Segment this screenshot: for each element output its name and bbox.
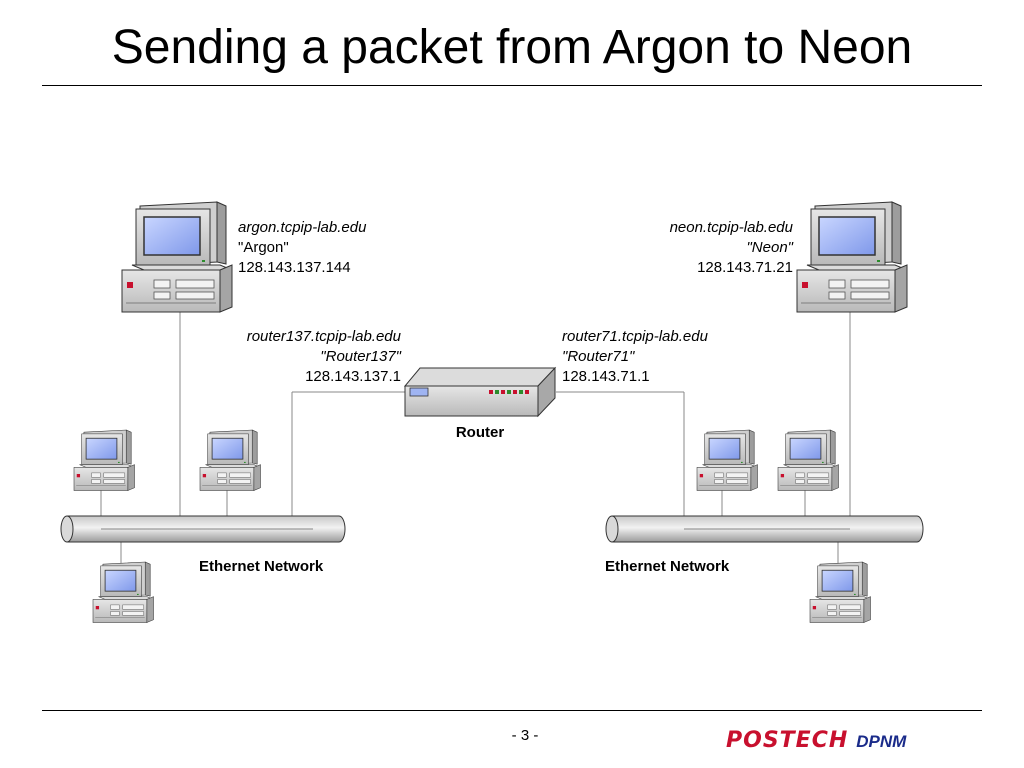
postech-dpnm-logo: POSTECH DPNM	[726, 728, 906, 753]
router71-alias: "Router71"	[562, 348, 635, 365]
router137-ip: 128.143.137.1	[305, 368, 401, 385]
footer-divider	[42, 710, 982, 711]
router71-hostname: router71.tcpip-lab.edu	[562, 328, 708, 345]
router137-label: router137.tcpip-lab.edu "Router137" 128.…	[200, 327, 401, 387]
logo-dept: DPNM	[856, 732, 907, 751]
logo-brand: POSTECH	[726, 728, 849, 753]
neon-computer	[796, 201, 908, 313]
router-port-leds	[489, 390, 529, 394]
argon-hostname: argon.tcpip-lab.edu	[238, 219, 367, 236]
argon-alias: "Argon"	[238, 239, 289, 256]
router71-ip: 128.143.71.1	[562, 368, 650, 385]
argon-computer	[121, 201, 233, 313]
neon-hostname: neon.tcpip-lab.edu	[669, 219, 793, 236]
neon-alias: "Neon"	[746, 239, 793, 256]
router71-label: router71.tcpip-lab.edu "Router71" 128.14…	[562, 327, 708, 387]
host-left-1	[73, 429, 135, 491]
host-right-1	[696, 429, 758, 491]
ethernet-left-caption: Ethernet Network	[199, 558, 324, 575]
router137-hostname: router137.tcpip-lab.edu	[246, 328, 401, 345]
ethernet-left-cable	[60, 515, 346, 543]
argon-label: argon.tcpip-lab.edu "Argon" 128.143.137.…	[238, 218, 366, 278]
argon-ip: 128.143.137.144	[238, 259, 351, 276]
router-device	[403, 366, 557, 418]
ethernet-right-cable	[605, 515, 924, 543]
router137-alias: "Router137"	[320, 348, 401, 365]
host-left-3	[92, 561, 154, 623]
ethernet-right-caption: Ethernet Network	[605, 558, 730, 575]
neon-ip: 128.143.71.21	[697, 259, 793, 276]
host-left-2	[199, 429, 261, 491]
host-right-3	[809, 561, 871, 623]
router-caption: Router	[455, 424, 505, 441]
page-number: - 3 -	[511, 727, 539, 744]
slide-title: Sending a packet from Argon to Neon	[111, 21, 913, 74]
host-right-2	[777, 429, 839, 491]
neon-label: neon.tcpip-lab.edu "Neon" 128.143.71.21	[600, 218, 793, 278]
title-divider	[42, 85, 982, 86]
